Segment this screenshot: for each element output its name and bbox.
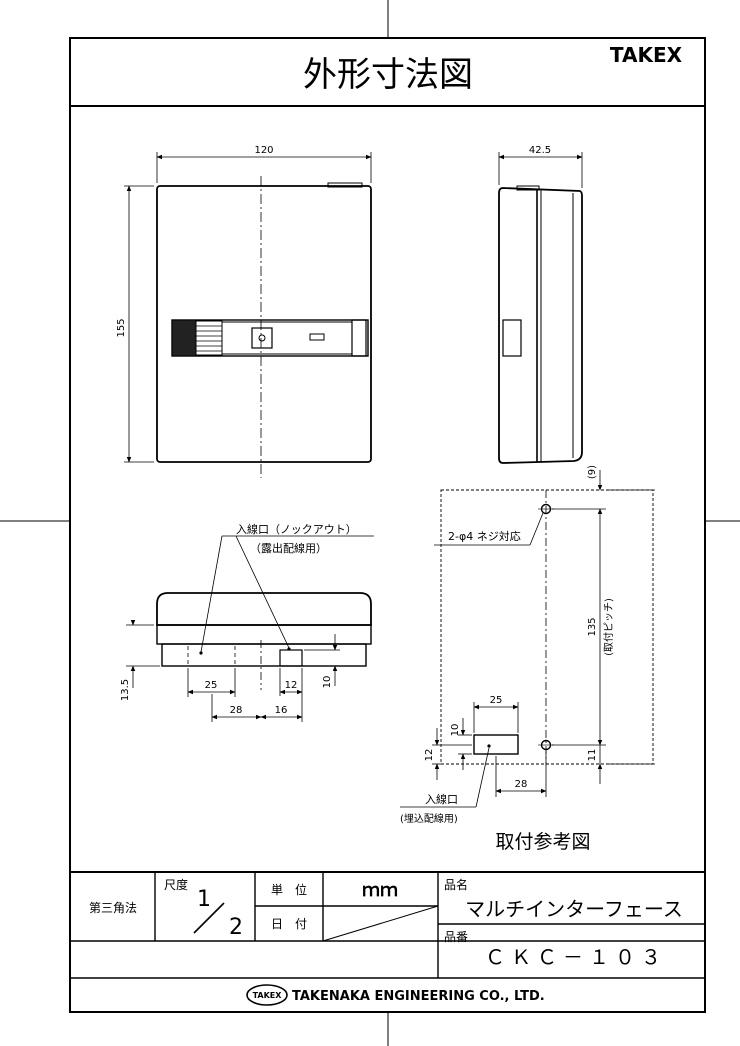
front-view: [156, 176, 372, 478]
projection-method: 第三角法: [89, 901, 137, 915]
mount-dim-11-label: 11: [587, 749, 598, 762]
bottom-dim-25-label: 25: [205, 680, 218, 691]
mounting-caption: 取付参考図: [495, 831, 590, 853]
product-code: ＣＫＣ－１０３: [485, 945, 667, 969]
bottom-height-label: 13.5: [120, 679, 131, 701]
company-logo: [246, 984, 288, 1006]
sheet-border: [69, 37, 706, 1013]
mount-dim-10-label: 10: [450, 724, 461, 737]
scale-label: 尺度: [164, 877, 188, 892]
product-name-label: 品名: [444, 877, 468, 892]
mount-inlet-label: 入線口: [425, 792, 458, 806]
bottom-dim-16-label: 16: [275, 705, 288, 716]
company-logo-text: TAKEX: [253, 991, 283, 1000]
mounting-view-dimensions: [400, 470, 655, 808]
page-title: 外形寸法図: [303, 55, 473, 95]
company-name: TAKENAKA ENGINEERING CO., LTD.: [292, 989, 545, 1004]
front-width-label: 120: [254, 145, 273, 156]
bottom-view: [156, 592, 372, 690]
side-depth-label: 42.5: [529, 145, 551, 156]
bottom-dim-28-label: 28: [230, 705, 243, 716]
unit-value: ｍｍ: [362, 880, 398, 901]
title-block: [70, 871, 705, 979]
date-label: 日 付: [271, 917, 307, 931]
front-view-dimensions: [124, 152, 372, 463]
product-name: マルチインターフェース: [465, 897, 683, 921]
mount-dim-28-label: 28: [515, 779, 528, 790]
unit-label: 単 位: [271, 882, 307, 897]
mount-dim-25-label: 25: [490, 695, 503, 706]
brand-logo: TAKEX: [610, 43, 683, 67]
scale-denominator: 2: [229, 915, 243, 940]
mount-pitch-note: (取付ピッチ): [602, 598, 615, 656]
bottom-view-leaders: [200, 535, 374, 653]
side-view-dimensions: [498, 152, 583, 188]
scale-numerator: 1: [197, 887, 211, 912]
front-height-label: 155: [116, 318, 127, 337]
mount-dim-12-label: 12: [424, 749, 435, 762]
mount-inlet-note: (埋込配線用): [400, 812, 458, 825]
bottom-dim-10-label: 10: [322, 676, 333, 689]
bottom-view-dimensions: [126, 619, 340, 722]
product-code-label: 品番: [444, 930, 468, 944]
mount-dim-9-label: (9): [587, 465, 598, 479]
bottom-dim-12-label: 12: [285, 680, 298, 691]
inlet-knockout-label: 入線口（ノックアウト）: [236, 522, 357, 536]
inlet-exposed-note: （露出配線用）: [250, 541, 327, 555]
side-view: [498, 185, 583, 464]
mount-pitch-label: 135: [587, 617, 598, 636]
screw-spec-label: 2-φ4 ネジ対応: [448, 529, 521, 543]
